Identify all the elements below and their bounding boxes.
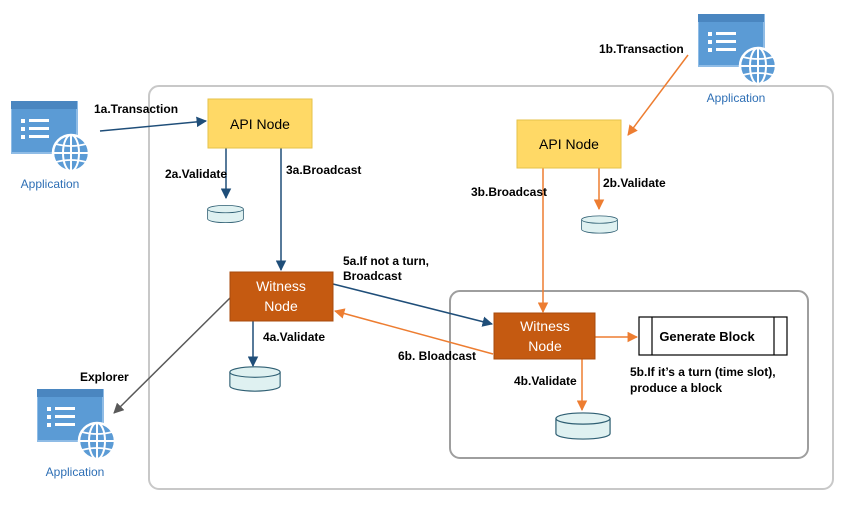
app-window-globe-icon: [698, 14, 778, 86]
arrow-1a-transaction: [99, 116, 208, 132]
application-label: Application: [707, 91, 766, 105]
database-2a-icon: [207, 204, 244, 224]
network-frame: [148, 85, 834, 490]
api-node-label: API Node: [539, 136, 599, 152]
label-1b-transaction: 1b.Transaction: [599, 42, 684, 56]
application-right-top[interactable]: Application: [698, 14, 778, 105]
witness-node-label-line1: Witness: [520, 318, 570, 334]
label-5a-turn-line2: Broadcast: [343, 269, 402, 283]
database-4b-icon: [555, 412, 611, 440]
witness-node-label-line2: Node: [528, 338, 562, 354]
generate-block-label: Generate Block: [659, 329, 755, 344]
api-node-right[interactable]: API Node: [516, 119, 622, 169]
witness-cluster-frame: [449, 290, 809, 459]
label-2a-validate: 2a.Validate: [165, 167, 227, 181]
application-left-bottom[interactable]: Application: [37, 389, 117, 479]
witness-node-left[interactable]: Witness Node: [229, 271, 334, 322]
label-5a-turn-line1: 5a.If not a turn,: [343, 254, 429, 268]
witness-node-right[interactable]: Witness Node: [493, 312, 596, 360]
api-node-left[interactable]: API Node: [207, 98, 313, 149]
label-4a-validate: 4a.Validate: [263, 330, 325, 344]
generate-block-process[interactable]: Generate Block: [638, 316, 788, 356]
application-left-top[interactable]: Application: [11, 101, 91, 191]
label-explorer: Explorer: [80, 370, 129, 384]
witness-node-label-line2: Node: [264, 298, 298, 314]
arrow-5a-broadcast: [332, 283, 494, 327]
app-window-globe-icon: [11, 101, 91, 173]
label-3a-broadcast: 3a.Broadcast: [286, 163, 361, 177]
label-5b-turn-line1: 5b.If it’s a turn (time slot),: [630, 365, 776, 379]
api-node-label: API Node: [230, 116, 290, 132]
database-2b-icon: [581, 215, 618, 234]
label-3b-broadcast: 3b.Broadcast: [471, 185, 547, 199]
label-4b-validate: 4b.Validate: [514, 374, 577, 388]
arrow-explorer: [113, 297, 231, 414]
arrow-6b-broadcast: [333, 308, 494, 355]
label-5b-turn-line2: produce a block: [630, 381, 722, 395]
witness-node-label-line1: Witness: [256, 278, 306, 294]
arrow-1b-transaction: [627, 54, 689, 136]
database-4a-icon: [229, 366, 281, 392]
application-label: Application: [21, 177, 80, 191]
label-1a-transaction: 1a.Transaction: [94, 102, 178, 116]
app-window-globe-icon: [37, 389, 117, 461]
label-6b-broadcast: 6b. Bloadcast: [398, 349, 476, 363]
application-label: Application: [46, 465, 105, 479]
label-2b-validate: 2b.Validate: [603, 176, 666, 190]
